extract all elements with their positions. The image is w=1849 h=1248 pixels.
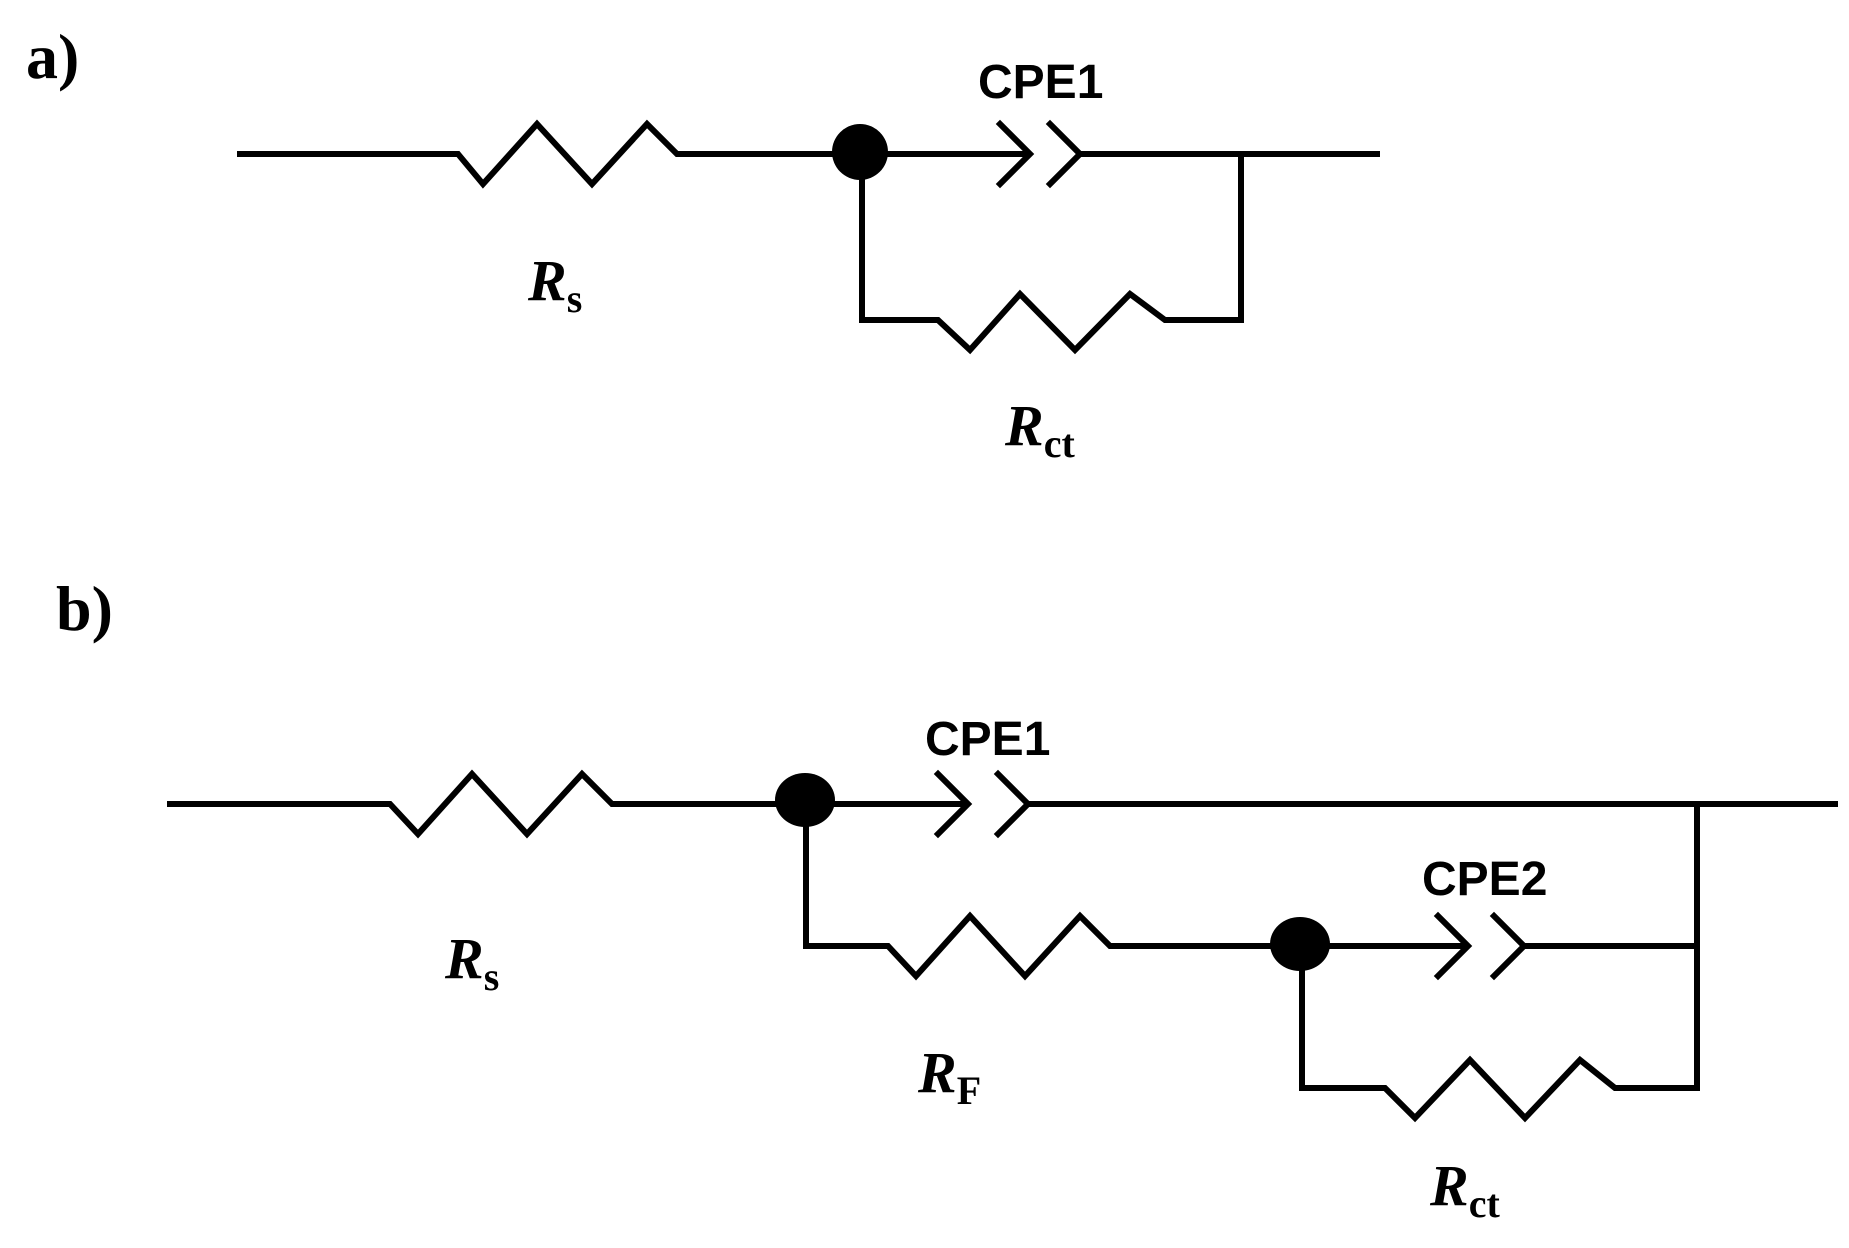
panel-b-cpe2-label: CPE2 [1422, 853, 1547, 906]
panel-b-junction-node-2 [1270, 917, 1330, 971]
panel-b-junction-node-1 [775, 773, 835, 827]
panel-b-rs-label: Rs [444, 926, 499, 999]
panel-a: a) CPE1 Rs Rct [26, 21, 1380, 466]
panel-a-cpe1-right-plate [1045, 119, 1085, 189]
panel-b-rs-resistor [167, 769, 808, 839]
panel-a-label: a) [26, 21, 79, 92]
panel-b-cpe2-right-plate [1489, 911, 1529, 981]
panel-b-cpe1-right-plate [993, 769, 1033, 839]
panel-a-cpe1-label: CPE1 [978, 56, 1103, 109]
panel-a-rct-label: Rct [1004, 393, 1075, 466]
panel-a-junction-node [832, 124, 888, 180]
panel-b-rct-label: Rct [1429, 1153, 1500, 1226]
panel-a-cpe1-left-plate [995, 119, 1035, 189]
panel-b-rf-label: RF [917, 1040, 981, 1113]
panel-b: b) CPE1 CPE2 Rs RF Rct [56, 573, 1838, 1226]
panel-b-cpe1-label: CPE1 [925, 713, 1050, 766]
panel-b-cpe2-left-plate [1433, 911, 1473, 981]
panel-b-label: b) [56, 573, 113, 644]
panel-b-cpe1-left-plate [933, 769, 973, 839]
panel-b-rct-branch [1299, 943, 1700, 1123]
panel-a-rs-resistor [237, 119, 863, 189]
panel-a-rs-label: Rs [527, 248, 582, 321]
panel-a-rct-branch [859, 151, 1244, 355]
panel-b-rf-resistor [803, 801, 1303, 981]
